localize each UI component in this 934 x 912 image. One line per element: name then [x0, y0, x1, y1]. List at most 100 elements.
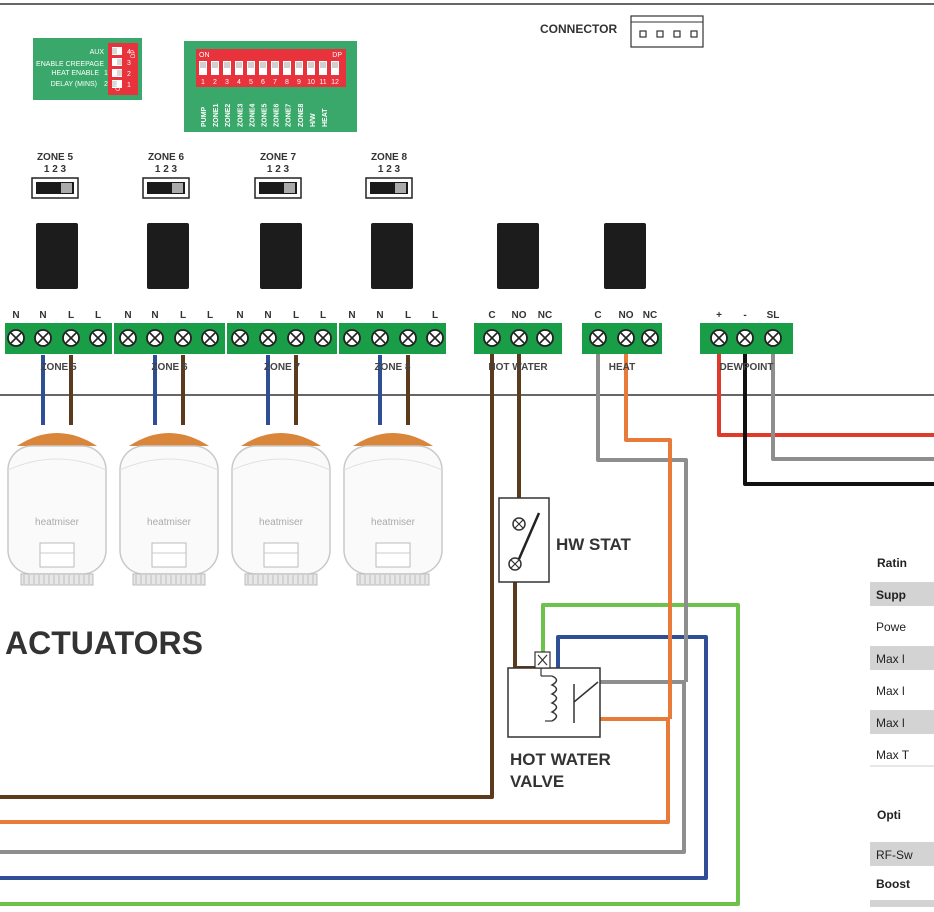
- zone-selector-title: ZONE 8: [371, 152, 408, 163]
- terminal-pin-label: -: [743, 310, 746, 321]
- connector-pin: [639, 30, 647, 38]
- main-dip-label: ZONE4: [249, 104, 256, 127]
- hw-stat-contact: [517, 512, 541, 560]
- screw-slot: [513, 332, 525, 344]
- terminal-block-label: ZONE 8: [374, 362, 411, 373]
- terminal-block-label: HEAT: [609, 362, 635, 373]
- terminal-block-label: HOT WATER: [488, 362, 548, 373]
- relay: [147, 223, 189, 289]
- hw-stat-box: [498, 497, 550, 583]
- main-dip-label: HEAT: [322, 108, 329, 127]
- main-dip-knob: [260, 62, 266, 68]
- terminal-block-label: DEWPOINT: [720, 362, 774, 373]
- wire: [0, 603, 740, 906]
- screw-slot: [92, 332, 104, 344]
- terminal-pin-label: C: [594, 310, 601, 321]
- valve-label-line2: VALVE: [510, 772, 564, 791]
- terminal-pin-label: N: [124, 310, 131, 321]
- screw-slot: [592, 332, 604, 344]
- screw-slot: [204, 332, 216, 344]
- aux-dip-on: ON: [116, 82, 122, 91]
- main-dip-number: 11: [319, 79, 326, 86]
- wire: [0, 717, 670, 824]
- screw-slot: [262, 332, 274, 344]
- terminal-pin-label: +: [716, 310, 722, 321]
- actuator-cap: [129, 433, 209, 446]
- main-dip-number: 8: [285, 79, 289, 86]
- ratings-row: Powe: [876, 620, 906, 634]
- terminal-pin-label: L: [180, 310, 186, 321]
- ratings-row-bg: [870, 646, 934, 670]
- screw-slot: [10, 332, 22, 344]
- terminal-pin-label: L: [95, 310, 101, 321]
- terminal-pin-label: N: [348, 310, 355, 321]
- terminal-block-label: ZONE 7: [264, 362, 301, 373]
- terminal-pin-label: L: [68, 310, 74, 321]
- screw-slot: [317, 332, 329, 344]
- wires: [0, 340, 934, 906]
- terminal-pin-label: NC: [538, 310, 552, 321]
- main-dip-number: 1: [201, 79, 205, 86]
- actuator-window: [375, 542, 411, 568]
- zone-selector-title: ZONE 6: [148, 152, 185, 163]
- main-dip-knob: [284, 62, 290, 68]
- main-dip-knob: [296, 62, 302, 68]
- actuator-shading: [119, 458, 219, 471]
- hot-water-valve: HOT WATER VALVE: [507, 651, 611, 791]
- options-row: RF-Sw: [876, 848, 913, 862]
- main-dip-knob: [248, 62, 254, 68]
- main-dip-label: ZONE8: [298, 104, 305, 127]
- connector-pin: [656, 30, 664, 38]
- ratings-row-bg: [870, 582, 934, 606]
- actuator-brand: heatmiser: [35, 517, 80, 528]
- screw-slot: [149, 332, 161, 344]
- valve-switch: [573, 681, 599, 703]
- actuator-cap: [353, 433, 433, 446]
- hw-stat-label: HW STAT: [556, 535, 632, 554]
- options-row-bg: [870, 842, 934, 866]
- wire: [0, 635, 708, 880]
- actuator-shading: [7, 458, 107, 471]
- screw-slot: [620, 332, 632, 344]
- wire: [0, 680, 686, 854]
- aux-dip-knob: [117, 59, 122, 65]
- terminal-pin-label: N: [376, 310, 383, 321]
- screw-slot: [37, 332, 49, 344]
- main-dip-number: 9: [297, 79, 301, 86]
- screw-slot: [539, 332, 551, 344]
- actuator-cap: [241, 433, 321, 446]
- relay: [371, 223, 413, 289]
- aux-dip-knob: [112, 81, 117, 87]
- terminal-pin-label: SL: [767, 310, 780, 321]
- screw-slot: [767, 332, 779, 344]
- main-dip-knob: [320, 62, 326, 68]
- main-dip-label: H/W: [310, 113, 317, 127]
- terminal-pin-label: L: [432, 310, 438, 321]
- ratings-row: Max l: [876, 716, 905, 730]
- options-row-bg: [870, 900, 934, 907]
- actuator-cap: [17, 433, 97, 446]
- aux-dip-number: 1: [127, 82, 131, 89]
- actuators-label: ACTUATORS: [5, 625, 203, 661]
- main-dip-number: 5: [249, 79, 253, 86]
- ratings-row: Supp: [876, 588, 906, 602]
- screw-slot: [346, 332, 358, 344]
- terminal-pin-label: N: [39, 310, 46, 321]
- wire: [717, 340, 934, 437]
- relay: [604, 223, 646, 289]
- options-title: Opti: [877, 808, 901, 822]
- main-dip-label: ZONE6: [274, 104, 281, 127]
- screw-slot: [374, 332, 386, 344]
- aux-dip-number: 4: [127, 49, 131, 56]
- terminal-pin-label: NO: [512, 310, 527, 321]
- delay-number: 2: [104, 81, 108, 88]
- aux-dip-dp: DP: [131, 50, 137, 58]
- terminal-pin-label: L: [320, 310, 326, 321]
- actuator-window: [151, 542, 187, 568]
- terminal-pin-label: C: [488, 310, 495, 321]
- aux-row-label: AUX: [90, 49, 105, 56]
